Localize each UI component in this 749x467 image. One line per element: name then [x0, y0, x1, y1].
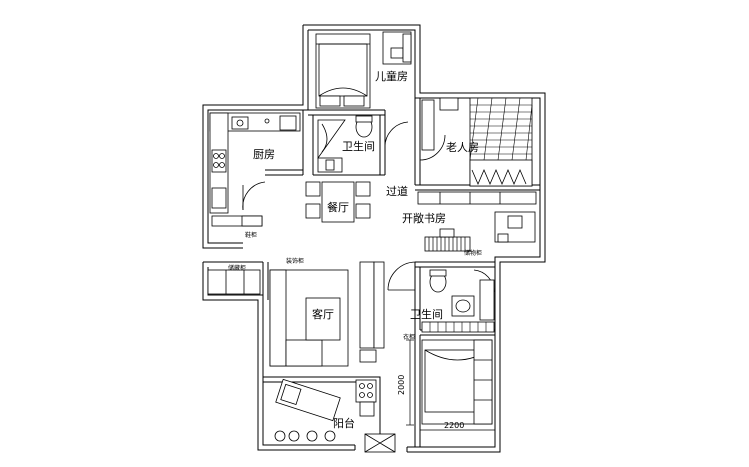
label-children-room: 儿童房 — [375, 69, 408, 83]
label-storage-left: 储藏柜 — [228, 264, 246, 272]
elderly-chair — [439, 97, 459, 111]
dimension-lines — [406, 339, 496, 434]
elderly-wardrobe — [419, 99, 446, 161]
living-door — [387, 261, 416, 291]
dimension-horizontal: 2200 — [444, 421, 464, 430]
sofa — [269, 269, 349, 367]
bathroom-top-fixtures — [317, 115, 409, 173]
label-study: 开敞书房 — [402, 211, 446, 225]
piano — [424, 228, 471, 252]
label-balcony: 阳台 — [333, 416, 355, 430]
bathroom-bottom-fixtures — [429, 269, 495, 321]
study-desk — [494, 211, 536, 243]
label-dining: 餐厅 — [327, 200, 349, 214]
label-elderly-room: 老人房 — [446, 141, 479, 154]
storage-cabinet-left — [207, 269, 261, 295]
children-desk — [382, 31, 412, 65]
label-corridor: 过道 — [386, 184, 408, 198]
children-bed — [315, 33, 371, 109]
dimension-vertical: 2000 — [397, 375, 406, 395]
label-wardrobe: 衣柜 — [403, 333, 415, 341]
study-cabinet — [417, 191, 537, 205]
lounge-chair — [275, 378, 341, 422]
balcony-cabinet — [355, 379, 377, 417]
label-decor-cabinet: 装饰柜 — [286, 257, 304, 265]
shoe-cabinet-strip — [211, 215, 263, 227]
label-shoe-cabinet: 鞋柜 — [245, 231, 257, 239]
label-storage-right: 储物柜 — [464, 249, 482, 257]
master-bed — [421, 339, 493, 425]
kitchen-door — [242, 181, 266, 211]
wardrobe-strip — [421, 321, 495, 333]
label-bathroom-bottom: 卫生间 — [410, 307, 443, 321]
tv-cabinet — [359, 261, 385, 363]
label-bathroom-top: 卫生间 — [342, 139, 375, 153]
kitchen-counter — [209, 112, 301, 214]
dining-table — [305, 181, 371, 223]
label-kitchen: 厨房 — [253, 148, 275, 161]
balcony-plants — [274, 430, 336, 442]
elderly-bed — [469, 97, 533, 187]
balcony-window — [364, 433, 396, 453]
label-living: 客厅 — [312, 307, 334, 321]
